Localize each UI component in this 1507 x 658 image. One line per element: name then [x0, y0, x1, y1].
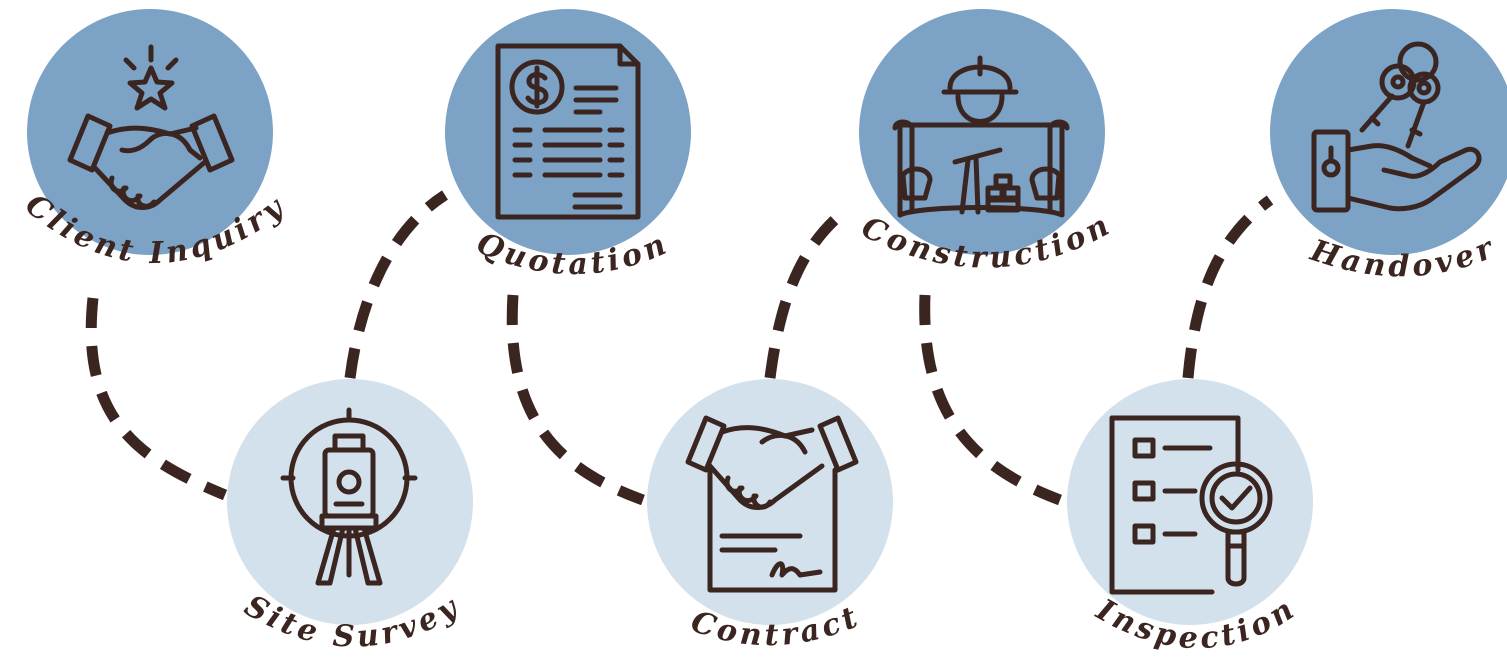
- contract-handshake-icon: [688, 418, 856, 590]
- handshake-star-icon: [70, 47, 232, 208]
- step-circles: [27, 9, 1507, 625]
- connector-construction-to-inspection: [919, 294, 1062, 506]
- connector-quotation-to-contract: [506, 294, 645, 506]
- invoice-icon: [498, 46, 638, 217]
- connector-inspection-to-handover: [1182, 195, 1274, 379]
- connector-client-inquiry-to-site-survey: [85, 297, 228, 501]
- builder-blueprint-icon: [895, 58, 1067, 215]
- circle-client-inquiry: [27, 9, 273, 255]
- circle-handover: [1270, 9, 1507, 255]
- connector-site-survey-to-quotation: [344, 190, 448, 379]
- circle-inspection: [1067, 379, 1313, 625]
- theodolite-icon: [283, 410, 415, 583]
- checklist-magnifier-icon: [1112, 418, 1270, 592]
- keys-hand-icon: [1314, 44, 1479, 210]
- circle-construction: [859, 9, 1105, 255]
- connector-contract-to-construction: [764, 210, 844, 379]
- connectors: [85, 190, 1274, 506]
